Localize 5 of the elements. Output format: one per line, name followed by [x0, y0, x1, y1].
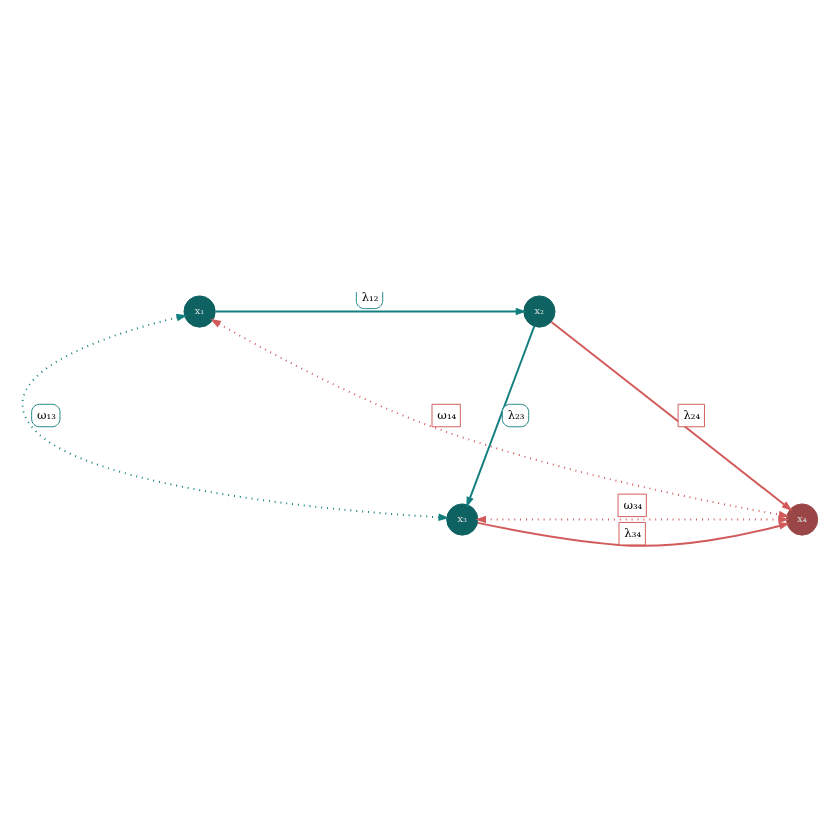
arrow [466, 324, 536, 507]
arrow [550, 319, 793, 510]
arrow [21, 312, 450, 521]
arrow [475, 514, 790, 523]
arrow [214, 306, 527, 315]
